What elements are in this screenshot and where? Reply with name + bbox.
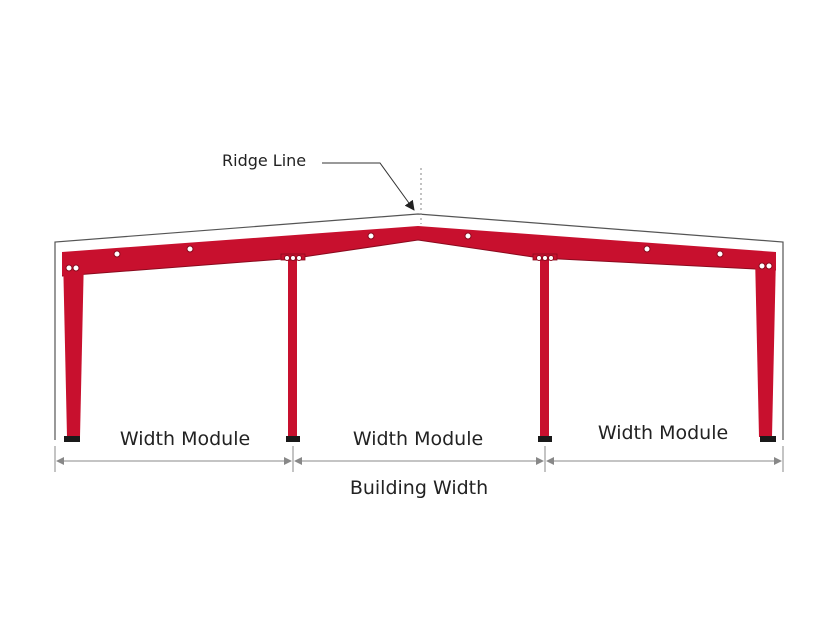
ridge-line-arrow [322,162,415,211]
width-module-label-3: Width Module [598,422,728,444]
interior-column-right [540,258,549,437]
right-column [755,255,776,437]
base-plates [64,436,776,442]
ridge-line-label: Ridge Line [222,151,306,170]
building-outline [54,213,784,440]
left-column [63,255,84,437]
roof-rafter [62,226,776,276]
width-module-label-1: Width Module [120,428,250,450]
width-module-label-2: Width Module [353,428,483,450]
dimension-ticks [54,446,784,472]
interior-column-left [288,258,297,437]
bolted-connections [65,232,773,272]
building-width-label: Building Width [350,477,488,499]
